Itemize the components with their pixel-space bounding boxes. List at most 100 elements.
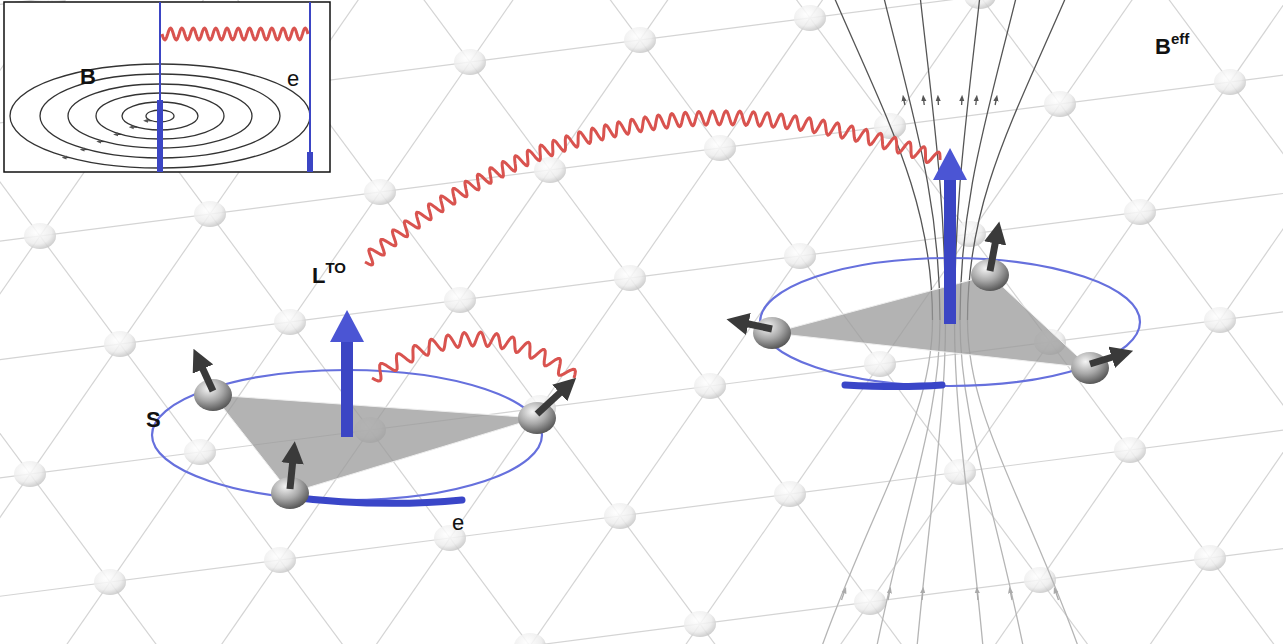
current-segment	[157, 100, 163, 172]
lattice-line	[320, 0, 1280, 644]
lattice-atom	[274, 309, 306, 335]
lattice-atom	[1044, 91, 1076, 117]
lattice-atom	[614, 265, 646, 291]
lattice-line	[490, 0, 1283, 644]
lattice-atom	[454, 49, 486, 75]
lattice-atom	[24, 223, 56, 249]
lattice-atom	[794, 5, 826, 31]
lattice-atom	[944, 459, 976, 485]
lattice-line	[1000, 0, 1283, 644]
lattice-line	[0, 0, 490, 644]
lattice-line	[0, 448, 1283, 644]
lattice-atom	[684, 611, 716, 637]
lattice-atom	[1024, 567, 1056, 593]
electron-trail	[845, 385, 942, 387]
field-line	[968, 0, 1070, 320]
lattice-atom	[184, 439, 216, 465]
lattice-atom	[104, 331, 136, 357]
lattice-line	[1170, 0, 1283, 644]
symbol-label: S	[146, 409, 161, 431]
field-arrow	[903, 98, 904, 105]
lattice-atom	[1114, 437, 1146, 463]
moment-arrow	[944, 178, 956, 324]
lattice-atom	[774, 481, 806, 507]
field-arrow	[937, 98, 939, 105]
lattice-line	[0, 0, 940, 644]
field-arrow	[923, 98, 925, 105]
lattice-line	[0, 0, 830, 644]
field-arrow	[116, 134, 122, 135]
lattice-atom	[704, 135, 736, 161]
symbol-label: Beff	[1155, 36, 1189, 58]
field-arrow	[976, 590, 978, 600]
lattice-line	[770, 0, 1283, 644]
triangle-plaquette	[213, 395, 537, 493]
spin-site	[518, 402, 556, 434]
field-arrow	[64, 157, 70, 158]
spin-arrow	[990, 239, 996, 271]
symbol-label: e	[452, 512, 464, 534]
electron-segment	[307, 152, 313, 172]
superscript: TO	[325, 259, 346, 276]
field-arrow	[1010, 590, 1012, 600]
wire	[309, 2, 311, 172]
symbol-label: e	[287, 68, 299, 90]
field-arrow	[146, 120, 152, 121]
electron-trail	[290, 497, 462, 503]
moment-arrowhead	[330, 310, 364, 342]
lattice-atom	[1214, 69, 1246, 95]
lattice-atom	[694, 373, 726, 399]
field-arrow	[995, 98, 996, 105]
field-line	[874, 320, 940, 644]
spin-site	[753, 317, 791, 349]
lattice-atom	[514, 633, 546, 644]
lattice-line	[0, 124, 1283, 476]
lattice-atom	[364, 179, 396, 205]
inset-frame	[4, 2, 330, 172]
lattice-line	[0, 232, 1283, 584]
lattice-atom	[604, 503, 636, 529]
spin-arrow	[537, 390, 563, 414]
field-line	[955, 320, 985, 644]
lattice-atom	[444, 287, 476, 313]
lattice-line	[260, 0, 1283, 644]
field-arrow	[842, 590, 846, 600]
lattice-atom	[954, 221, 986, 247]
field-arrow	[99, 141, 105, 142]
field-arrow	[888, 590, 890, 600]
lattice-atom	[964, 0, 996, 9]
spin-arrow	[1090, 356, 1116, 364]
lattice-line	[1280, 0, 1283, 644]
field-line	[960, 0, 1018, 320]
field-line	[960, 320, 1026, 644]
field-arrow	[82, 149, 88, 150]
field-arrow	[975, 98, 977, 105]
lattice-atom	[1194, 545, 1226, 571]
spring	[372, 332, 575, 381]
spin-arrow	[290, 459, 293, 489]
lattice-line	[1110, 0, 1283, 644]
field-line	[831, 0, 933, 320]
lattice-atom	[94, 569, 126, 595]
lattice-line	[0, 0, 430, 644]
triangle-plaquette	[772, 275, 1090, 368]
lattice-atom	[1204, 307, 1236, 333]
superscript: eff	[1171, 30, 1189, 47]
lattice-atom	[264, 547, 296, 573]
spring	[365, 111, 940, 265]
field-line	[916, 320, 946, 644]
field-arrow	[131, 127, 137, 128]
symbol-label: LTO	[312, 265, 346, 287]
lattice-atom	[784, 243, 816, 269]
lattice-line	[0, 556, 1283, 644]
lattice-line	[600, 0, 1283, 644]
field-arrow	[921, 590, 923, 600]
lattice-line	[430, 0, 1283, 644]
lattice-line	[0, 0, 770, 644]
symbol-label: B	[80, 66, 96, 88]
spin-arrow	[201, 365, 213, 391]
lattice-atom	[14, 461, 46, 487]
